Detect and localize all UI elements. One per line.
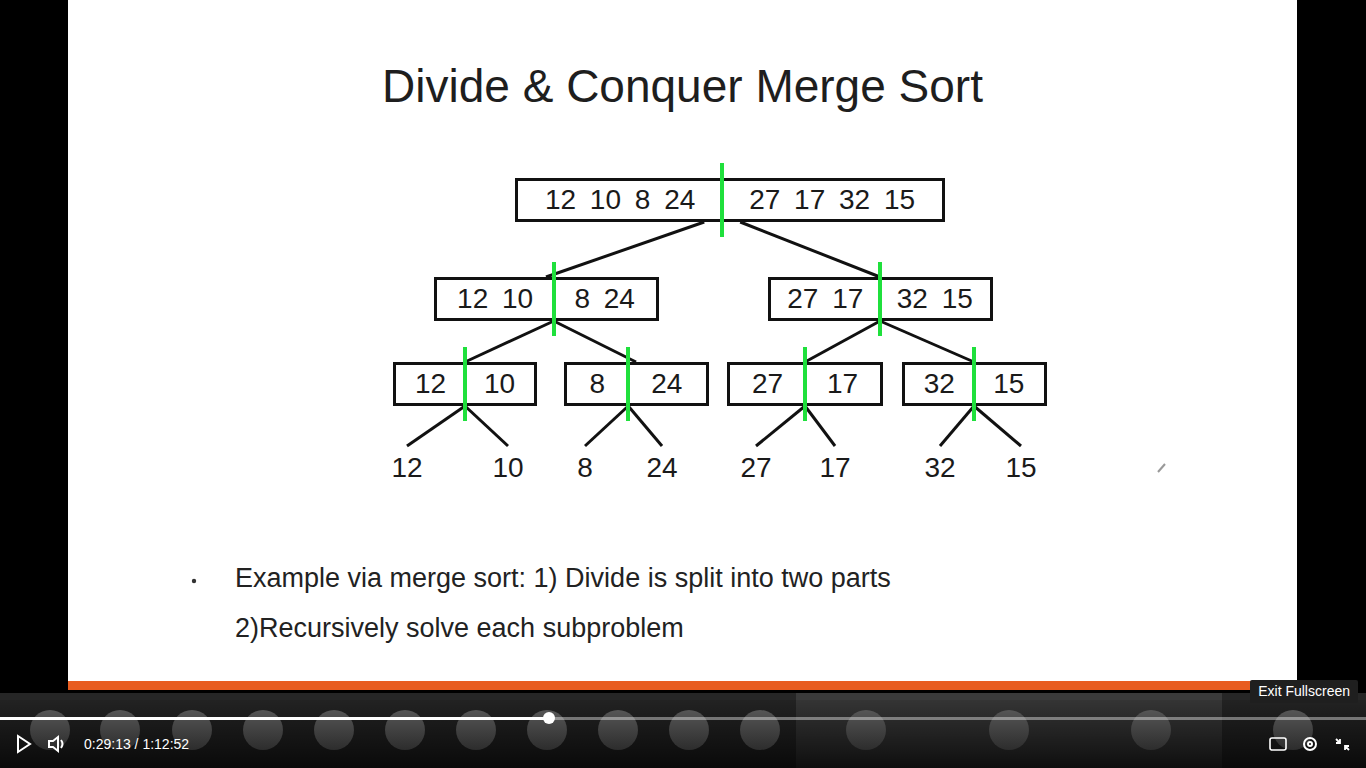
slide-footer-bar	[68, 681, 1297, 690]
split-marker	[552, 262, 556, 336]
settings-icon	[1304, 738, 1316, 750]
split-marker	[626, 347, 630, 421]
pen-cursor	[1158, 464, 1165, 472]
captions-icon	[1270, 738, 1286, 750]
array-values: 24	[638, 370, 695, 398]
bullet-text: Example via merge sort: 1) Divide is spl…	[235, 562, 891, 594]
array-box: 8 24	[564, 362, 709, 406]
leaf-value: 15	[1001, 446, 1040, 484]
array-box: 32 15	[902, 362, 1047, 406]
play-icon	[18, 736, 30, 752]
array-values: 10	[475, 370, 524, 398]
array-values: 12 10	[447, 285, 544, 313]
tree-branch	[585, 406, 628, 446]
tree-branch	[407, 406, 465, 446]
tree-branch	[740, 222, 880, 277]
array-box: 12 10 8 24	[434, 277, 659, 321]
tree-branch	[805, 321, 880, 362]
tree-branch	[465, 321, 554, 362]
split-marker	[878, 262, 882, 336]
value-text: 12	[391, 452, 422, 483]
tree-branch	[805, 406, 835, 446]
value-text: 32	[924, 452, 955, 483]
leaf-value: 12	[387, 446, 426, 484]
participant-strip	[0, 693, 1366, 768]
progress-rest	[549, 717, 1366, 720]
tree-branch	[628, 406, 662, 446]
volume-icon	[49, 737, 63, 751]
bullet-text: 2)Recursively solve each subproblem	[235, 612, 684, 644]
tree-branch	[465, 406, 508, 446]
tree-branch	[974, 406, 1021, 446]
split-marker	[803, 347, 807, 421]
leaf-value: 24	[642, 446, 681, 484]
array-values: 8 24	[564, 285, 646, 313]
split-marker	[463, 347, 467, 421]
time-display: 0:29:13 / 1:12:52	[84, 736, 189, 753]
value-text: 27	[740, 452, 771, 483]
array-values: 27 17 32 15	[732, 186, 932, 214]
split-marker	[720, 163, 724, 237]
split-marker	[972, 347, 976, 421]
value-text: 15	[1005, 452, 1036, 483]
leaf-value: 27	[736, 446, 775, 484]
array-values: 15	[984, 370, 1034, 398]
slide-title: Divide & Conquer Merge Sort	[68, 60, 1297, 113]
progress-played	[0, 717, 549, 720]
tree-branch	[554, 321, 636, 362]
leaf-value: 32	[920, 446, 959, 484]
bullet-dot	[192, 579, 196, 583]
tree-branch	[756, 406, 805, 446]
value-text: 17	[819, 452, 850, 483]
value-text: 8	[577, 452, 593, 483]
tree-branch	[880, 321, 974, 362]
array-values: 12 10 8 24	[528, 186, 712, 214]
array-box: 27 17 32 15	[768, 277, 993, 321]
array-values: 8	[577, 370, 619, 398]
value-text: 10	[492, 452, 523, 483]
tree-branch	[940, 406, 974, 446]
leaf-value: 8	[573, 446, 597, 484]
array-box: 12 10	[393, 362, 537, 406]
exit-fullscreen-icon	[1336, 739, 1349, 750]
array-box: 27 17	[727, 362, 883, 406]
tooltip: Exit Fullscreen	[1250, 680, 1358, 703]
array-values: 32 15	[890, 285, 980, 313]
array-values: 32	[915, 370, 965, 398]
array-values: 17	[815, 370, 870, 398]
leaf-value: 10	[488, 446, 527, 484]
array-values: 27	[740, 370, 795, 398]
array-box: 12 10 8 24 27 17 32 15	[515, 178, 945, 222]
controls-shade	[0, 700, 1366, 768]
tree-branch	[546, 222, 704, 277]
value-text: 24	[646, 452, 677, 483]
progress-knob	[543, 712, 555, 724]
leaf-value: 17	[815, 446, 854, 484]
array-values: 12	[406, 370, 455, 398]
array-values: 27 17	[781, 285, 871, 313]
slide-page	[68, 0, 1297, 681]
